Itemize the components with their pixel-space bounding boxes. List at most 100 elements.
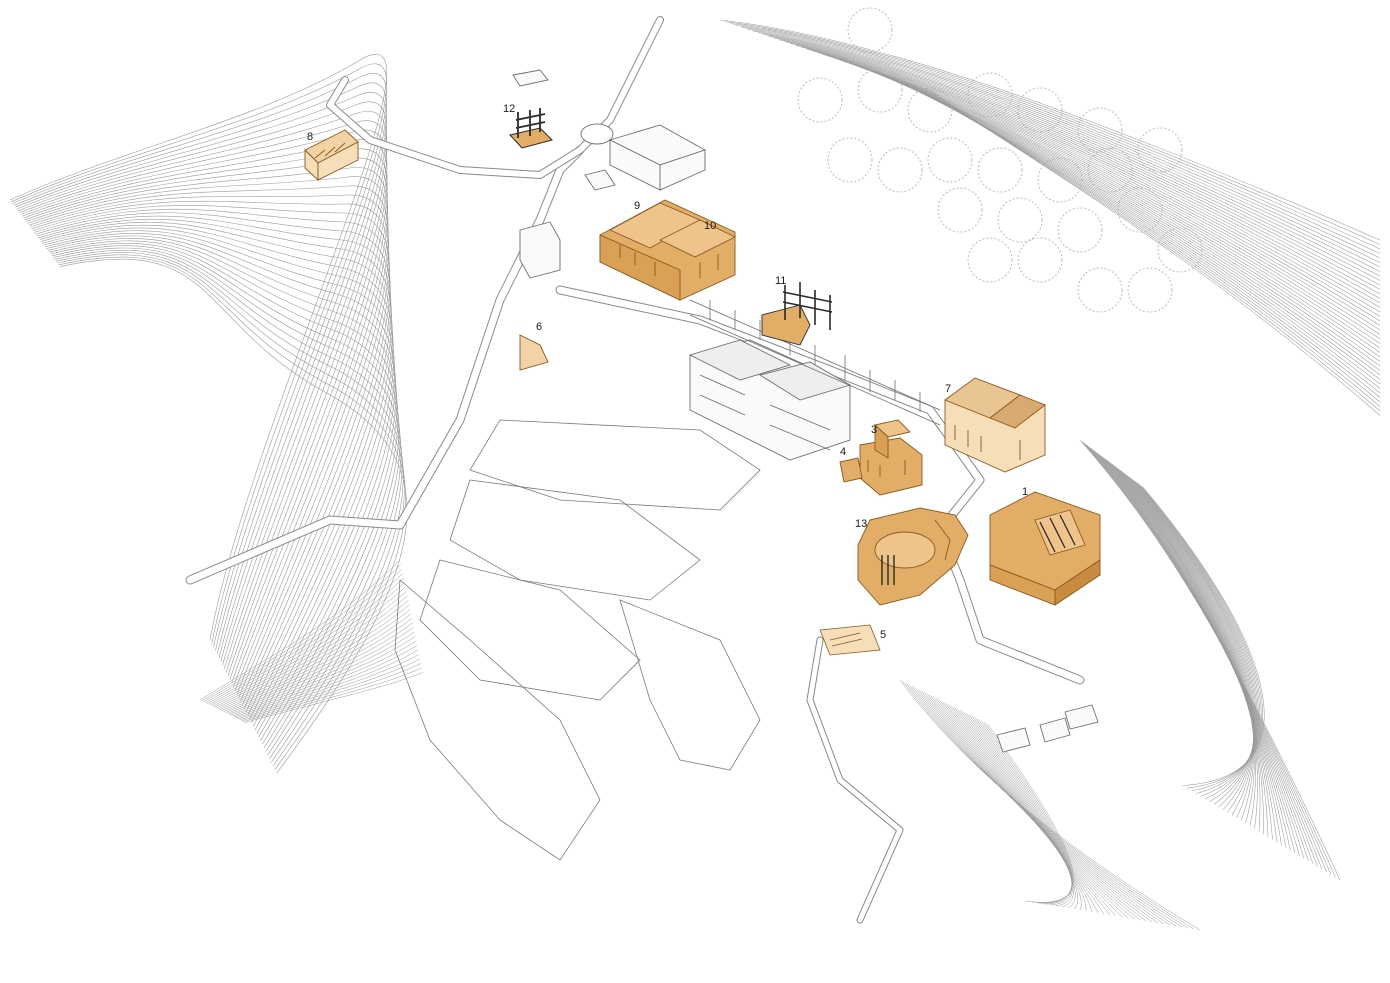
contour-line (226, 627, 414, 714)
contour-line (24, 157, 388, 680)
terrace-field (469, 419, 761, 511)
contour-line (35, 212, 391, 709)
terrace-field (419, 559, 641, 701)
contour-line (876, 71, 1381, 371)
contour-line (1133, 480, 1258, 800)
tree-canopy-group (797, 7, 1203, 313)
contour-line (23, 148, 388, 677)
contour-line (214, 595, 408, 708)
contour-line (58, 256, 406, 770)
contour-line (962, 711, 1078, 910)
building-11-pavilion (761, 282, 833, 346)
tree-canopy (1077, 267, 1123, 313)
contour-line (244, 672, 423, 723)
contour-line (234, 645, 418, 718)
contour-line (908, 82, 1381, 398)
contour-line (908, 684, 1183, 928)
contour-line (871, 70, 1381, 367)
tree-canopy (1157, 227, 1203, 273)
contour-line (243, 667, 422, 722)
building-12-frame (509, 108, 553, 149)
contour-line (795, 44, 1381, 304)
contour-line (43, 230, 395, 731)
contour-line (46, 235, 397, 738)
contour-line (26, 167, 388, 684)
tree-canopy (827, 137, 873, 183)
contour-line (39, 221, 393, 720)
contour-line (752, 30, 1381, 268)
building-7-hall (944, 377, 1046, 473)
village-street-core (556, 286, 1084, 684)
contour-line (223, 618, 412, 712)
contour-line (59, 258, 408, 774)
contour-line (1124, 473, 1254, 813)
contour-line (938, 699, 1123, 918)
context-features (185, 16, 1099, 924)
contour-line (1108, 461, 1269, 837)
contour-line (1094, 450, 1305, 859)
contour-line (15, 92, 387, 655)
contour-line (22, 139, 388, 673)
contour-line (736, 25, 1381, 254)
contour-line (1092, 449, 1309, 862)
tree-canopy (797, 77, 843, 123)
tree-canopy (977, 147, 1023, 193)
contour-line (210, 586, 406, 706)
contour-line (1085, 443, 1327, 873)
main-road-core (186, 146, 584, 584)
tree-canopy (847, 7, 893, 53)
tree-canopy (967, 72, 1013, 118)
contour-line (13, 82, 387, 651)
building-13-theatre (857, 507, 969, 606)
label-5: 5 (880, 629, 886, 641)
upper-road-core (327, 17, 663, 178)
contour-line (235, 649, 419, 719)
tree-canopy (1017, 237, 1063, 283)
contour-line (1115, 466, 1256, 827)
contour-line (57, 254, 405, 767)
contour-line (1119, 469, 1255, 821)
contour-line (730, 23, 1381, 250)
contour-line (20, 129, 388, 669)
contour-line (53, 247, 402, 756)
contour-line (903, 80, 1381, 394)
contour-line (1088, 446, 1318, 867)
contour-line (1135, 481, 1259, 797)
contour-line (1113, 465, 1258, 829)
contour-line (230, 636, 416, 716)
label-9: 9 (634, 200, 640, 212)
contour-line (1137, 483, 1261, 794)
tree-canopy (1037, 157, 1083, 203)
contour-line (50, 242, 400, 749)
tree-canopy (1127, 267, 1173, 313)
contour-line (207, 577, 404, 704)
contour-line (854, 64, 1381, 353)
contour-line (51, 245, 401, 752)
label-6: 6 (536, 321, 542, 333)
contour-line (1117, 468, 1255, 824)
contour-line (1128, 476, 1255, 808)
contour-line (811, 50, 1381, 317)
contour-line (763, 34, 1381, 277)
building-3-tower (859, 419, 923, 496)
terrace-field (394, 579, 601, 861)
context-row-houses (688, 339, 852, 461)
tree-canopy (877, 147, 923, 193)
contour-line (1097, 453, 1296, 854)
contour-line (977, 718, 1072, 905)
contour-line (232, 640, 417, 717)
building-5-trees-area (819, 624, 881, 656)
context-building-north (608, 124, 707, 191)
contour-line (203, 568, 402, 703)
contour-line (1104, 458, 1278, 843)
contour-line (822, 53, 1381, 326)
contour-line (919, 86, 1381, 407)
contour-line (944, 702, 1111, 916)
context-wall-row (689, 299, 941, 426)
contour-line (935, 697, 1129, 919)
contour-line (49, 240, 399, 745)
contour-line (950, 705, 1099, 914)
contour-line (956, 708, 1087, 912)
terrace-field (449, 479, 701, 601)
contour-line (1083, 442, 1332, 875)
